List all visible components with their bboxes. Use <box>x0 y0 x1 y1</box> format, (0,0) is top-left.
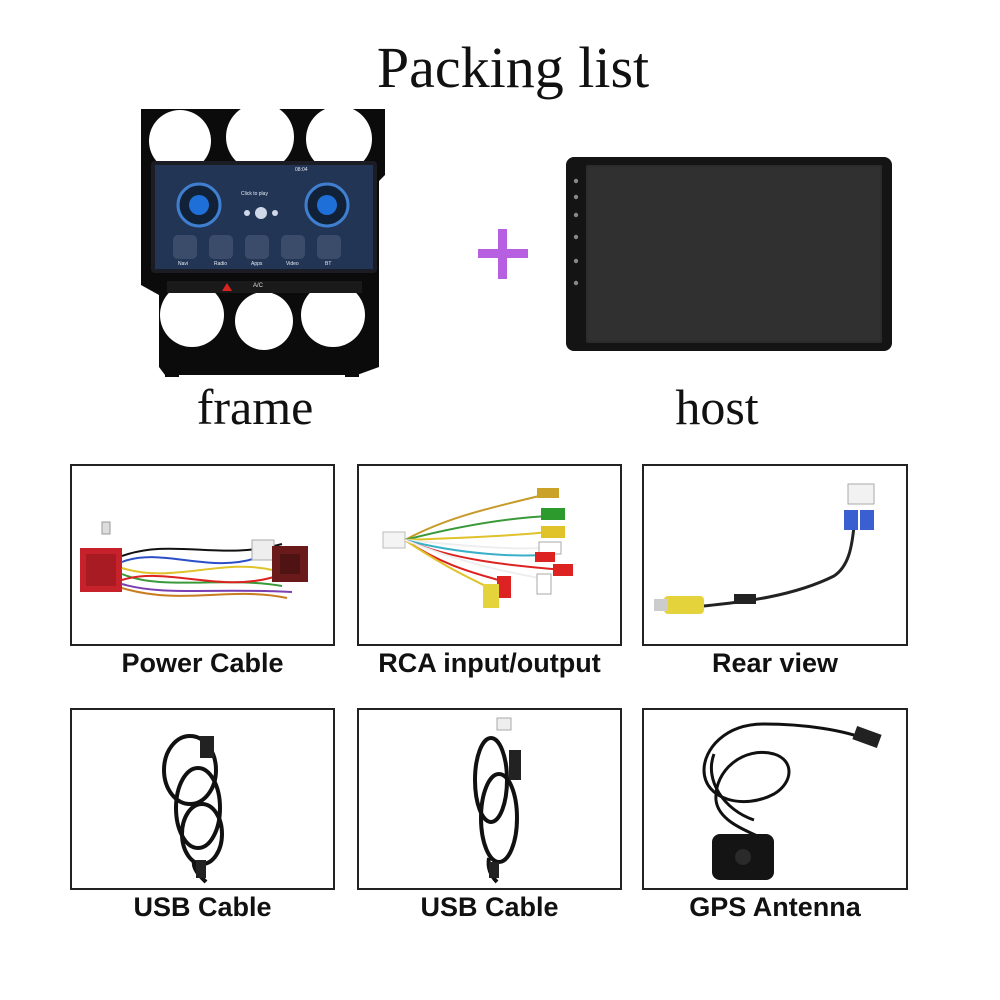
frame-app-label-radio: Radio <box>214 261 228 267</box>
power-cable-icon <box>80 521 308 599</box>
frame-label: frame <box>196 379 314 435</box>
accessory-label-usb-cable-2: USB Cable <box>420 892 559 922</box>
usb-cable-icon <box>162 734 224 884</box>
page-title: Packing list <box>376 35 650 100</box>
host-label: host <box>675 379 759 435</box>
host-image <box>566 157 892 351</box>
frame-app-label-video: Video <box>286 261 299 267</box>
rear-view-cable-icon <box>654 483 875 614</box>
accessory-box-power-cable <box>70 464 335 646</box>
rca-cable-icon <box>382 488 573 608</box>
frame-app-label-bt: BT <box>325 261 332 267</box>
frame-screen-time: 08:04 <box>295 167 308 173</box>
accessory-label-gps-antenna: GPS Antenna <box>689 892 861 922</box>
frame-app-label-apps: Apps <box>251 261 263 267</box>
accessory-box-usb-cable-1 <box>70 708 335 890</box>
frame-app-label-navi: Navi <box>178 261 189 267</box>
accessory-label-power-cable: Power Cable <box>121 648 284 678</box>
accessory-label-rear-view: Rear view <box>711 648 839 678</box>
accessory-label-rca: RCA input/output <box>378 648 601 678</box>
gps-antenna-icon <box>702 722 882 880</box>
accessory-box-rear-view <box>642 464 908 646</box>
accessory-label-usb-cable-1: USB Cable <box>133 892 272 922</box>
accessory-box-usb-cable-2 <box>357 708 622 890</box>
frame-screen-media-hint: Click to play <box>241 191 268 197</box>
usb-cable-icon <box>473 717 521 884</box>
accessory-box-rca <box>357 464 622 646</box>
plus-icon <box>478 229 528 279</box>
frame-image: 08:04 Click to play Navi Radio Apps Vide… <box>135 103 390 383</box>
frame-climate-label: A/C <box>253 283 264 289</box>
accessory-box-gps-antenna <box>642 708 908 890</box>
